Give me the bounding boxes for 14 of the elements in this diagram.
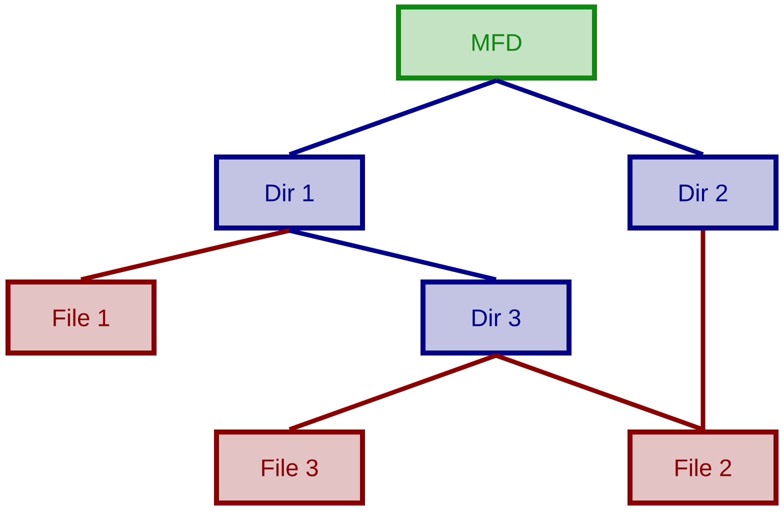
connector-line (288, 228, 497, 282)
connector-line (496, 78, 704, 157)
directory-box: Dir 1 (214, 154, 365, 230)
directory-box: Dir 2 (628, 154, 778, 230)
connector-line (288, 353, 497, 432)
file-box: File 1 (6, 280, 156, 356)
connector-line (288, 78, 498, 157)
connector-line (80, 228, 290, 282)
file-box: File 3 (214, 430, 365, 506)
connector-line (700, 230, 706, 430)
root-box: MFD (396, 4, 597, 80)
directory-box: Dir 3 (420, 280, 572, 356)
file-box: File 2 (628, 430, 778, 506)
connector-line (495, 353, 704, 432)
